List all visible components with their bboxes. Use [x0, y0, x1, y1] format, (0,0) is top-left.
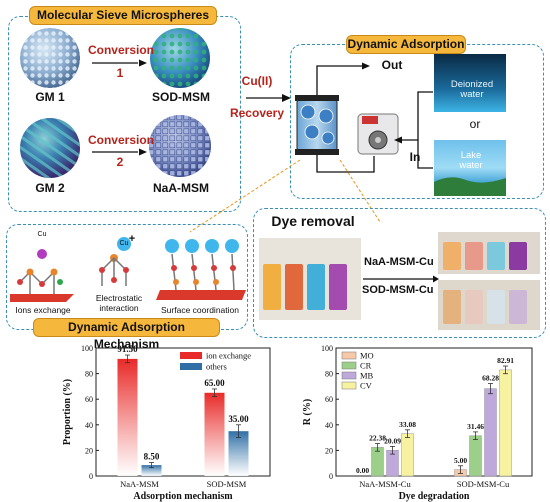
dye-degradation-chart: 0 20 40 60 80 100 R (%) Dye degradation NaA-MSM-…: [302, 344, 533, 502]
legend-swatch: [341, 381, 357, 390]
bar: [141, 465, 162, 476]
sod-msm-label: SOD-MSM: [152, 90, 210, 104]
data-label: 65.00: [204, 378, 225, 388]
data-label: 5.00: [454, 456, 467, 465]
data-label: 68.28: [482, 373, 499, 382]
data-label: 20.09: [384, 436, 401, 445]
x-tick-label: NaA-MSM-Cu: [359, 479, 411, 489]
legend-label: others: [206, 362, 227, 372]
mechanism-graphics: [10, 237, 246, 302]
naa-msm-cu-label: NaA-MSM-Cu: [364, 256, 434, 268]
dynamic-adsorption-title: Dynamic Adsorption: [346, 35, 466, 54]
dye-photos: [259, 232, 540, 330]
y-tick-label: 80: [85, 370, 93, 379]
gm2-label: GM 2: [35, 181, 65, 195]
legend-label: ion exchange: [206, 351, 251, 361]
gm1-label: GM 1: [35, 90, 65, 104]
y-tick-label: 0: [329, 472, 333, 481]
plus-sign: +: [128, 233, 136, 245]
msm-graphics: [20, 28, 211, 178]
data-label: 82.91: [497, 356, 514, 365]
bar: [204, 392, 225, 476]
ions-exchange-label: Ions exchange: [15, 305, 71, 315]
x-tick-label: SOD-MSM: [207, 479, 247, 489]
bar: [371, 447, 384, 477]
bar: [401, 433, 414, 477]
legend-label: MB: [360, 371, 374, 381]
or-label: or: [469, 117, 481, 131]
dye-removal-panel: [253, 208, 546, 338]
data-label: 0.00: [356, 466, 369, 475]
bar: [228, 431, 249, 476]
data-label: 8.50: [144, 452, 160, 462]
bar: [499, 369, 512, 477]
sod-msm-cu-label: SOD-MSM-Cu: [362, 284, 434, 296]
data-label: 31.46: [467, 422, 484, 431]
conversion-label-1: Conversion: [87, 43, 154, 57]
conversion-label-2: Conversion: [87, 133, 154, 147]
lake-water-label: Lake water: [459, 150, 483, 171]
plot-frame: [335, 347, 533, 477]
recovery-label: Recovery: [229, 106, 285, 120]
legend-swatch: [341, 351, 357, 360]
y-tick-label: 20: [325, 446, 333, 455]
bar: [469, 435, 482, 477]
dye-removal-title: Dye removal: [271, 213, 355, 229]
x-tick-label: SOD-MSM-Cu: [457, 479, 510, 489]
legend-label: CR: [360, 361, 372, 371]
y-tick-label: 40: [85, 421, 93, 430]
legend-swatch: [180, 363, 202, 370]
y-axis-label: R (%): [302, 399, 313, 425]
x-axis-label: Adsorption mechanism: [133, 491, 233, 502]
cu-ion-1: Cu: [37, 231, 47, 238]
legend-label: MO: [360, 351, 374, 361]
y-tick-label: 100: [321, 344, 333, 353]
adsorption-setup: [295, 54, 506, 196]
mechanism-title: Dynamic Adsorption Mechanism: [33, 318, 220, 351]
surface-coordination-label: Surface coordination: [161, 305, 239, 315]
data-label: 35.00: [228, 414, 249, 424]
y-tick-label: 20: [85, 446, 93, 455]
plot-frame: [95, 347, 271, 477]
electrostatic-label: Electrostatic interaction: [95, 293, 143, 313]
y-tick-label: 60: [325, 395, 333, 404]
bar: [484, 388, 497, 477]
y-tick-label: 0: [89, 472, 93, 481]
legend-swatch: [341, 371, 357, 380]
x-tick-label: NaA-MSM: [120, 479, 159, 489]
legend-swatch: [341, 361, 357, 370]
y-axis-label: Proportion (%): [62, 379, 73, 445]
cu-label: Cu(II): [241, 74, 273, 88]
naa-msm-label: NaA-MSM: [153, 181, 209, 195]
y-tick-label: 40: [325, 421, 333, 430]
y-tick-label: 80: [325, 370, 333, 379]
deionized-water-label: Deionized water: [450, 79, 494, 100]
conversion-step-2: 2: [116, 155, 124, 169]
data-label: 22.38: [369, 434, 386, 443]
out-label: Out: [381, 58, 403, 72]
legend-swatch: [180, 352, 202, 359]
conversion-step-1: 1: [116, 66, 124, 80]
y-tick-label: 100: [81, 344, 93, 353]
cu-ion-2: Cu: [119, 240, 129, 247]
legend-label: CV: [360, 381, 373, 391]
in-label: In: [409, 150, 421, 164]
msm-title: Molecular Sieve Microspheres: [29, 6, 217, 25]
data-label: 91.50: [117, 344, 138, 354]
bar: [117, 358, 138, 476]
x-axis-label: Dye degradation: [399, 491, 470, 502]
recovery-arrow: [246, 94, 291, 102]
data-label: 33.08: [399, 420, 416, 429]
y-tick-label: 60: [85, 395, 93, 404]
